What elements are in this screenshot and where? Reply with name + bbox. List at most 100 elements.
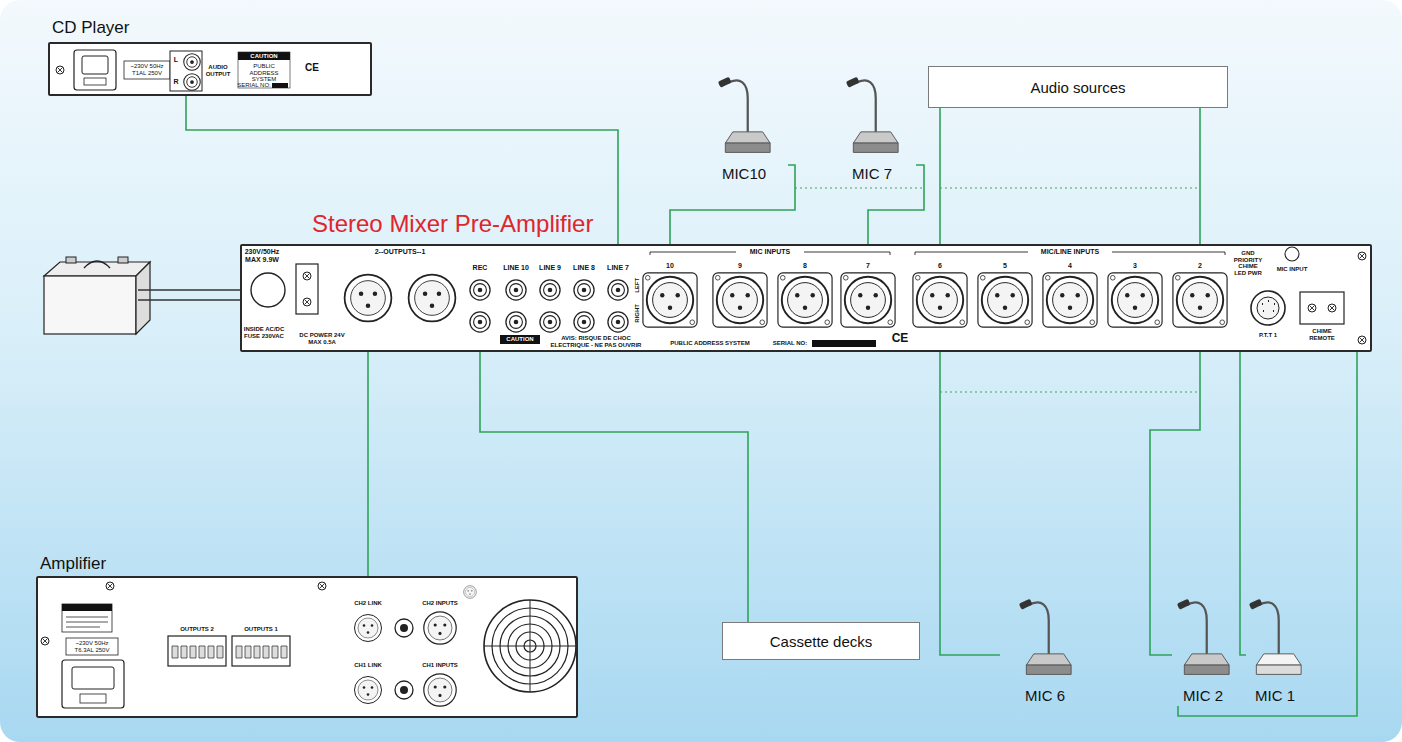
panel-label: R [173, 78, 178, 86]
panel-label: LINE 10 [503, 264, 529, 272]
screw [106, 582, 114, 590]
panel-label: AUDIO OUTPUT [205, 64, 231, 77]
microphone: MIC 1 [1246, 588, 1304, 706]
inlet-socket [82, 56, 108, 74]
device-title: Stereo Mixer Pre-Amplifier [312, 210, 593, 238]
mic-base-top [1026, 654, 1071, 665]
mic-xlr [1043, 273, 1097, 327]
mic-xlr [841, 273, 895, 327]
screw [318, 582, 326, 590]
mic-base-front [853, 143, 898, 152]
caution-plate [238, 52, 290, 60]
terminal-screw [303, 298, 311, 306]
mic-xlr [978, 273, 1032, 327]
panel-label: 4 [1068, 262, 1072, 270]
signal-cable [1178, 352, 1357, 716]
panel-label: 2 [1198, 262, 1202, 270]
rca-jack [184, 74, 201, 91]
mic-base-front [1256, 665, 1301, 674]
signal-cable [940, 352, 1000, 655]
rca-jack [608, 312, 628, 332]
terminal-screw [1308, 304, 1316, 312]
rca-jack [608, 280, 628, 300]
mic-xlr [778, 273, 832, 327]
power-inlet [62, 660, 124, 708]
box-label: Audio sources [1030, 79, 1125, 96]
rca-jack [540, 280, 560, 300]
ptt-din-face [1257, 297, 1279, 319]
panel-label: PUBLIC ADDRESS SYSTEM [670, 340, 749, 347]
panel-label: GND PRIORITY CHIME LED PWR [1232, 250, 1264, 276]
fuse-drawer [80, 694, 106, 703]
battery-top [44, 262, 150, 276]
device-title: CD Player [52, 18, 129, 38]
panel-label: SERIAL NO: [773, 340, 808, 347]
panel-label: REC [473, 264, 488, 272]
rca-jack [470, 312, 490, 332]
serial-bar [812, 340, 876, 347]
mic-head [718, 77, 732, 88]
mic-head [846, 77, 860, 88]
fuse-drawer [84, 78, 106, 85]
link-xlr [355, 615, 382, 642]
mic-base-front [1026, 665, 1071, 674]
signal-cable [939, 108, 941, 244]
mic-head [1249, 599, 1263, 610]
microphone-icon [1017, 596, 1073, 680]
panel-label: 5 [1003, 262, 1007, 270]
cd-panel-face [48, 42, 372, 96]
panel-label: 10 [666, 262, 674, 270]
mic-base-top [1256, 654, 1301, 665]
panel-label: LINE 9 [539, 264, 561, 272]
panel-label: RIGHT [634, 304, 641, 323]
rca-jack [540, 312, 560, 332]
panel-label: SERIAL NO: [237, 82, 270, 89]
mic-xlr [643, 273, 697, 327]
gooseneck [855, 80, 876, 133]
rca-jack [506, 280, 526, 300]
mic-label: MIC 6 [1000, 687, 1090, 704]
output-xlr [345, 275, 392, 322]
device-panel: Amplifier [36, 576, 578, 718]
panel-label: CH2 INPUTS [422, 600, 458, 607]
rca-jack [470, 280, 490, 300]
panel-label: P.T.T 1 [1259, 332, 1277, 339]
panel-label: LINE 8 [573, 264, 595, 272]
mic-label: MIC10 [700, 165, 788, 182]
gooseneck [1186, 602, 1207, 655]
output-xlr [409, 275, 456, 322]
battery-front [44, 276, 136, 334]
inlet-socket [72, 667, 114, 689]
fan-spokes [484, 600, 576, 692]
mic-label: MIC 1 [1246, 687, 1304, 704]
mic-base-top [725, 132, 770, 143]
screw [1358, 252, 1366, 260]
caution-plate [500, 335, 540, 344]
battery-side [136, 262, 150, 334]
panel-label: 9 [738, 262, 742, 270]
microphone-icon [1175, 596, 1231, 680]
mixer-panel-face [240, 244, 1372, 352]
panel-label: INSIDE AC/DC FUSE 230VAC [242, 326, 286, 339]
mic-xlr [713, 273, 767, 327]
mic-label: MIC 7 [828, 165, 916, 182]
power-inlet [74, 50, 116, 90]
source-box: Audio sources [928, 66, 1228, 108]
mic-base-front [725, 143, 770, 152]
box-label: Cassette decks [770, 633, 873, 650]
screw [56, 66, 64, 74]
gooseneck [727, 80, 748, 133]
panel-label: ~230V 50Hz T1AL 250V [125, 63, 169, 76]
rating-plate [66, 638, 118, 655]
input-xlr [424, 612, 456, 644]
panel-label: LINE 7 [607, 264, 629, 272]
panel-label: MIC INPUT [1277, 266, 1308, 273]
panel-label: OUTPUTS 2 [180, 626, 214, 633]
panel-label: MIC INPUTS [750, 248, 790, 256]
warning-plate [62, 604, 112, 632]
input-xlr [424, 674, 456, 706]
signal-cable [1240, 352, 1246, 655]
panel-label: PUBLIC ADDRESS SYSTEM [238, 63, 290, 83]
panel-label: CE [892, 332, 909, 345]
